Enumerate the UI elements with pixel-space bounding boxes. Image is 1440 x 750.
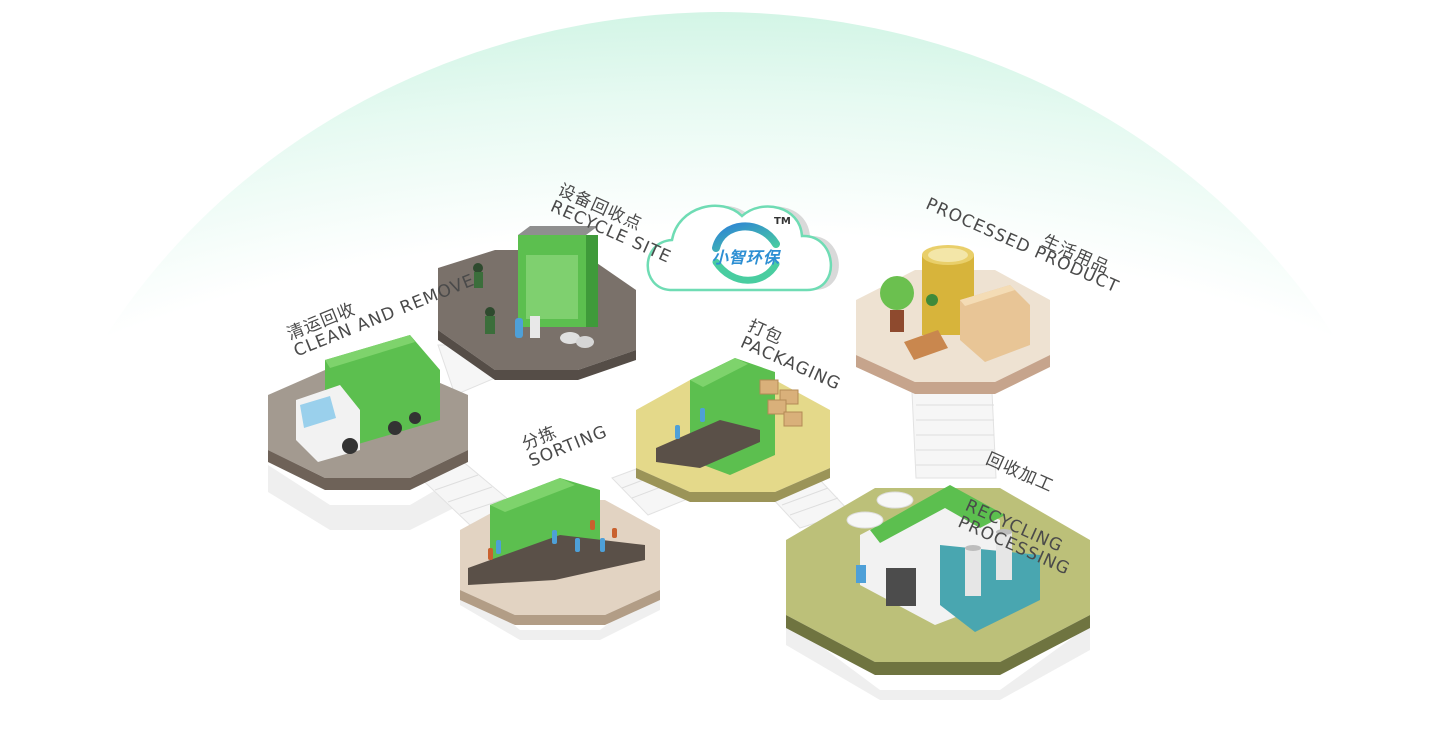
label-recycling-processing-cn: 回收加工 bbox=[983, 448, 1057, 497]
cloud-shape bbox=[646, 204, 832, 292]
brand-name: 小智环保 bbox=[712, 248, 781, 267]
platform-packaging bbox=[636, 358, 830, 502]
trademark-symbol: TM bbox=[774, 216, 791, 227]
platform-recycling-processing bbox=[786, 485, 1090, 675]
platform-processed-product bbox=[856, 245, 1050, 394]
platform-clean-remove bbox=[268, 335, 468, 490]
logo-arc-top bbox=[712, 222, 780, 252]
ground-shadows bbox=[268, 465, 1090, 700]
platform-recycle-site bbox=[438, 226, 636, 380]
cloud-logo bbox=[646, 204, 839, 292]
label-recycling-processing-en: RECYCLING PROCESSING bbox=[954, 495, 1074, 580]
logo-arc-bottom bbox=[712, 258, 780, 284]
platform-sorting bbox=[460, 478, 660, 625]
